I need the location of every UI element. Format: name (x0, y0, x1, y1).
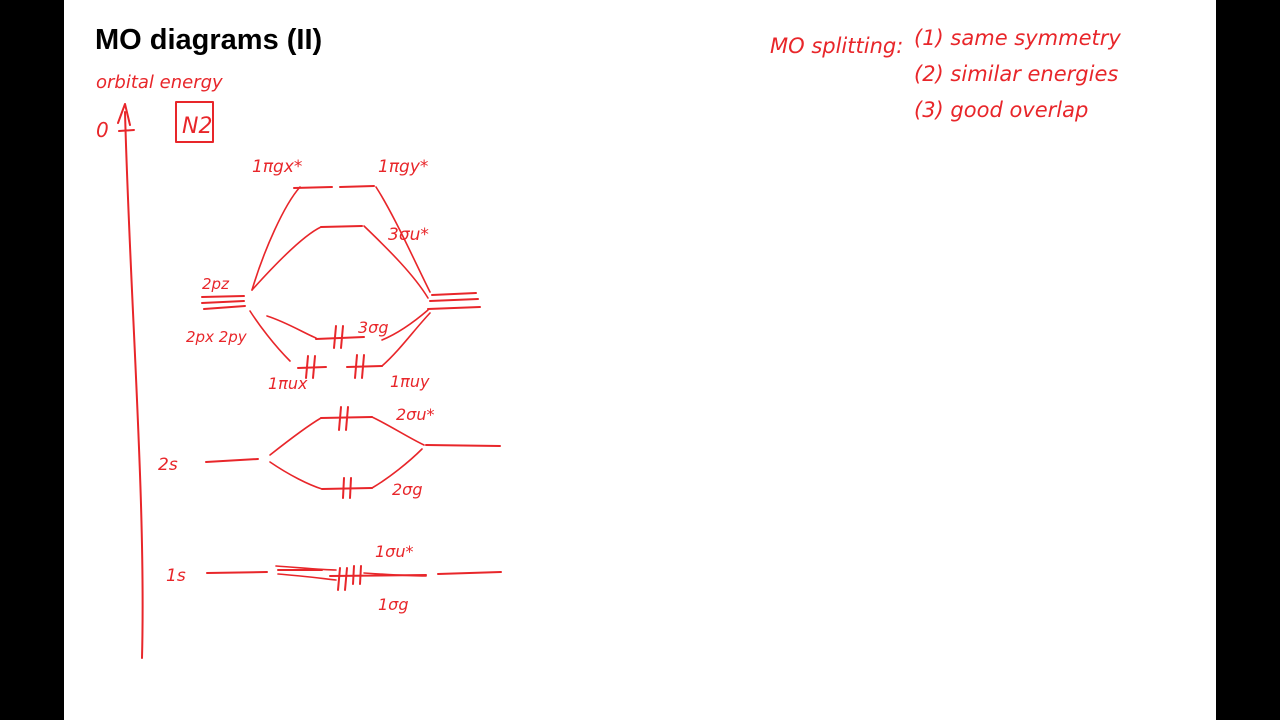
mo-diagram: orbital energy 0 N2 (96, 26, 1121, 659)
level-sigma2g (321, 487, 373, 490)
label-sigma2g: 2σg (392, 480, 422, 499)
correlation-lines (249, 186, 431, 581)
right-atomic-2p-levels (427, 292, 481, 310)
label-sigma3g: 3σg (358, 318, 388, 337)
slide-canvas: MO diagrams (II) orbital energy 0 N2 (64, 0, 1216, 720)
left-1s-level (206, 571, 268, 574)
right-1s-level (437, 571, 502, 575)
label-sigma3u-star: 3σu* (388, 225, 429, 245)
label-2s: 2s (158, 455, 178, 475)
molecule-box (175, 101, 214, 143)
electron-pairs (305, 325, 365, 591)
label-2pz: 2pz (202, 275, 230, 293)
splitting-rule-3: (3) good overlap (914, 98, 1088, 122)
axis-label: orbital energy (96, 72, 223, 93)
splitting-rule-1: (1) same symmetry (914, 26, 1121, 50)
splitting-heading: MO splitting: (770, 34, 903, 58)
level-sigma3u-star (320, 225, 363, 228)
axis-zero-label: 0 (96, 118, 109, 142)
left-2s-level (205, 458, 259, 463)
label-pi-ux: 1πux (268, 374, 308, 393)
molecule-label: N2 (182, 114, 212, 139)
label-1s: 1s (166, 566, 186, 586)
label-sigma1g: 1σg (378, 595, 408, 614)
label-pi-gx-star: 1πgx* (252, 157, 302, 177)
slide-title: MO diagrams (II) (95, 24, 323, 56)
label-sigma2u-star: 2σu* (396, 405, 434, 424)
splitting-rule-2: (2) similar energies (914, 62, 1118, 86)
level-pi-ux (297, 366, 327, 369)
level-pi-gy-star (339, 185, 375, 188)
level-pi-uy (346, 365, 383, 368)
right-2s-level (425, 444, 501, 447)
label-sigma1u-star: 1σu* (375, 542, 413, 561)
label-pi-gy-star: 1πgy* (378, 157, 428, 177)
energy-axis (117, 103, 144, 659)
left-atomic-2p-levels (201, 295, 246, 310)
label-2px-2py: 2px 2py (186, 328, 248, 346)
level-pi-gx-star (293, 186, 333, 189)
level-sigma3g (315, 336, 365, 340)
label-pi-uy: 1πuy (390, 372, 430, 391)
